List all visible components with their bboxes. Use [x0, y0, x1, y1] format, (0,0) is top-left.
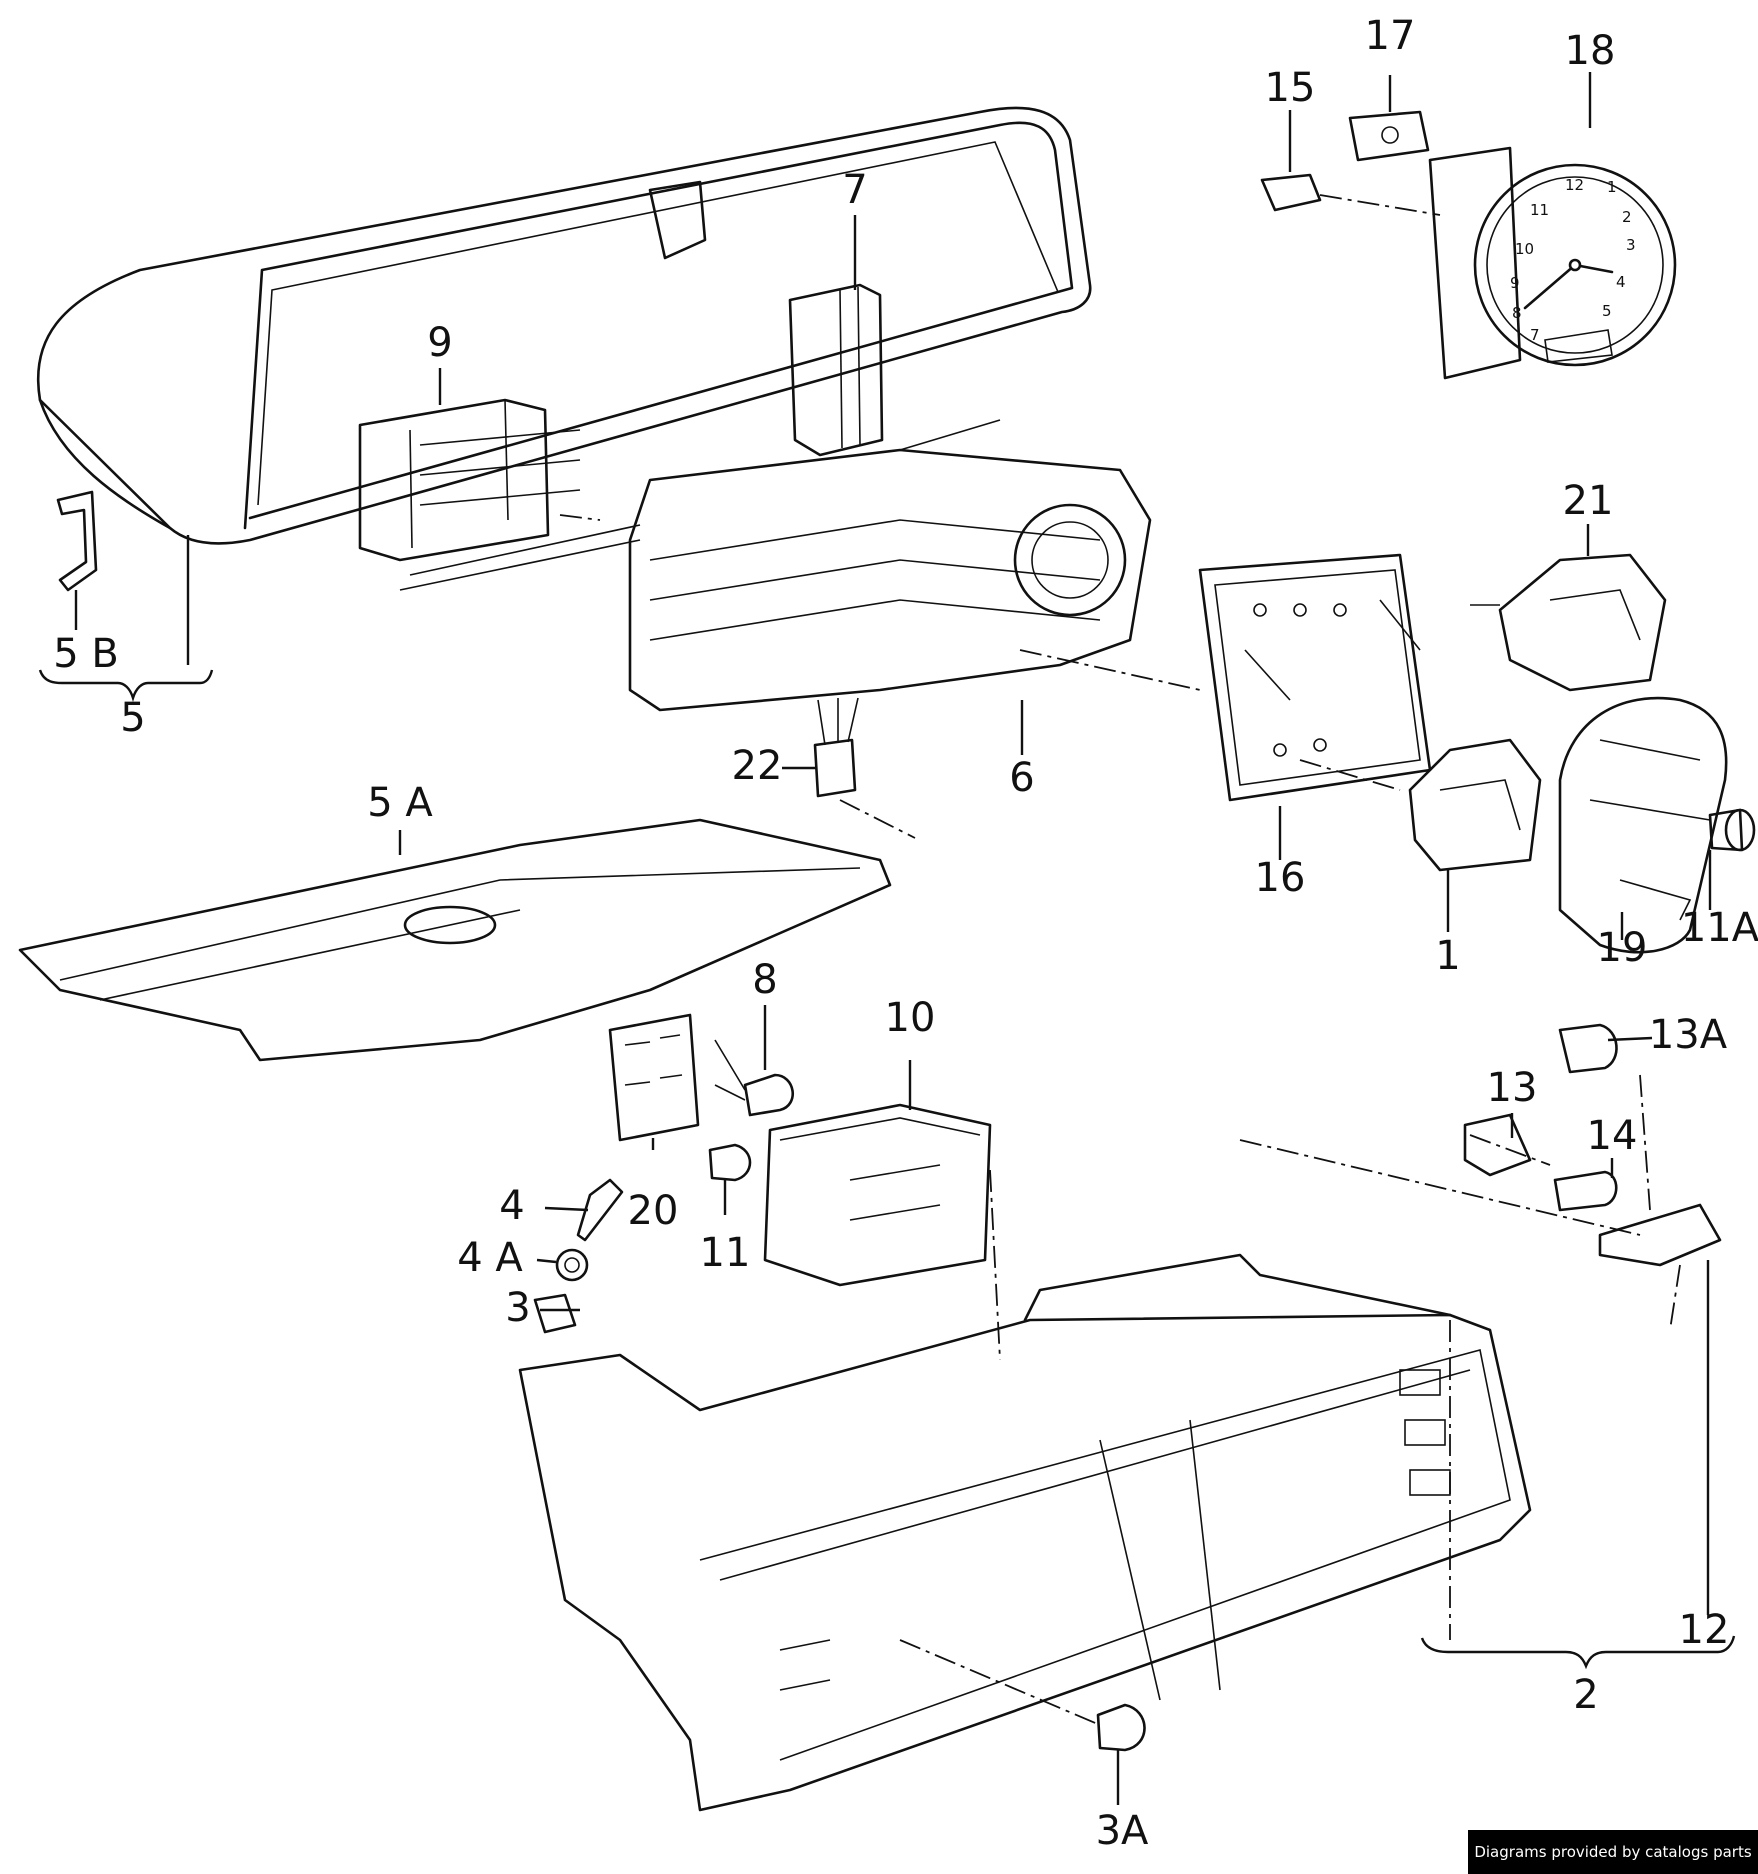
callout-6: 6	[1009, 755, 1034, 801]
cluster-cover-part-5	[36, 106, 1092, 545]
callout-5: 5	[120, 695, 145, 741]
clock-numeral-3: 3	[1626, 236, 1636, 254]
symbol-insert-part-20	[608, 1013, 700, 1142]
plug-part-3a	[1096, 1703, 1146, 1752]
callout-22: 22	[732, 743, 783, 789]
callout-15: 15	[1265, 65, 1316, 111]
connector-block-part-7	[788, 283, 884, 457]
bulb-part-11a	[1708, 808, 1756, 852]
gauge-carrier-part-16	[1198, 553, 1432, 802]
lead-wires-part-22	[813, 697, 859, 798]
clock-numeral-4: 4	[1616, 273, 1626, 291]
clip-part-5b	[56, 490, 98, 592]
callout-5a: 5 A	[367, 780, 433, 826]
callout-3: 3	[505, 1285, 530, 1331]
diagram-credit-banner: Diagrams provided by catalogs parts	[1468, 1830, 1758, 1874]
callout-13: 13	[1487, 1065, 1538, 1111]
callout-2: 2	[1573, 1672, 1598, 1718]
assembly-lines	[559, 194, 1681, 1726]
callout-10: 10	[885, 995, 936, 1041]
bulb-holder-part-13	[1463, 1113, 1532, 1177]
clock-numeral-5: 5	[1602, 302, 1612, 320]
washer-part-4a	[555, 1248, 589, 1282]
housing-part-10	[763, 1103, 992, 1287]
insulation-part-5a	[18, 818, 892, 1062]
callout-7: 7	[842, 167, 867, 213]
clock-numeral-12: 12	[1565, 176, 1584, 194]
callout-8: 8	[752, 957, 777, 1003]
callout-13a: 13A	[1649, 1012, 1728, 1058]
callout-16: 16	[1255, 855, 1306, 901]
clock-part-18	[1428, 146, 1677, 380]
gauge-face-part-19	[1558, 696, 1728, 954]
clock-numeral-8: 8	[1512, 304, 1522, 322]
callout-5b: 5 B	[53, 631, 119, 677]
callout-labels: 1 2 3 3A 4 4 A 5 5 A 5 B 6 7 8 9 10 11 1…	[53, 13, 1758, 1854]
printed-circuit-part-6	[399, 419, 1152, 712]
callout-18: 18	[1565, 28, 1616, 74]
clock-numeral-2: 2	[1622, 208, 1632, 226]
instrument-housing-part-2	[518, 1253, 1532, 1812]
screw-part-4	[576, 1178, 624, 1242]
bracket-part-12	[1598, 1203, 1722, 1267]
callout-12: 12	[1679, 1607, 1730, 1653]
bracket-part-17	[1348, 110, 1430, 162]
callout-1: 1	[1435, 933, 1460, 979]
clock-numeral-7: 7	[1530, 326, 1540, 344]
fuel-gauge-part-1	[1408, 738, 1542, 872]
callout-14: 14	[1587, 1113, 1638, 1159]
clock-numeral-10: 10	[1515, 240, 1534, 258]
temperature-gauge-part-21	[1470, 553, 1667, 692]
connector-bracket-part-9	[358, 398, 581, 562]
callout-9: 9	[427, 320, 452, 366]
bulb-part-11	[708, 1143, 752, 1182]
callout-3a: 3A	[1096, 1808, 1149, 1854]
bulb-part-14	[1553, 1170, 1618, 1212]
bulb-part-8	[714, 1039, 795, 1117]
leader-lines	[38, 72, 1736, 1805]
clock-numerals: 12 1 2 3 4 5 7 8 9 10 11	[1510, 176, 1636, 344]
clock-numeral-11: 11	[1530, 201, 1549, 219]
nut-part-3	[533, 1293, 577, 1334]
callout-17: 17	[1365, 13, 1416, 59]
clock-numeral-1: 1	[1607, 178, 1617, 196]
callout-19: 19	[1597, 925, 1648, 971]
clock-numeral-9: 9	[1510, 274, 1520, 292]
callout-4a: 4 A	[457, 1235, 523, 1281]
clip-part-15	[1260, 173, 1322, 212]
callout-21: 21	[1563, 478, 1614, 524]
callout-11: 11	[700, 1230, 751, 1276]
callout-11a: 11A	[1681, 905, 1758, 951]
bulb-holder-part-13a	[1558, 1023, 1618, 1074]
callout-4: 4	[499, 1183, 524, 1229]
callout-20: 20	[628, 1188, 679, 1234]
